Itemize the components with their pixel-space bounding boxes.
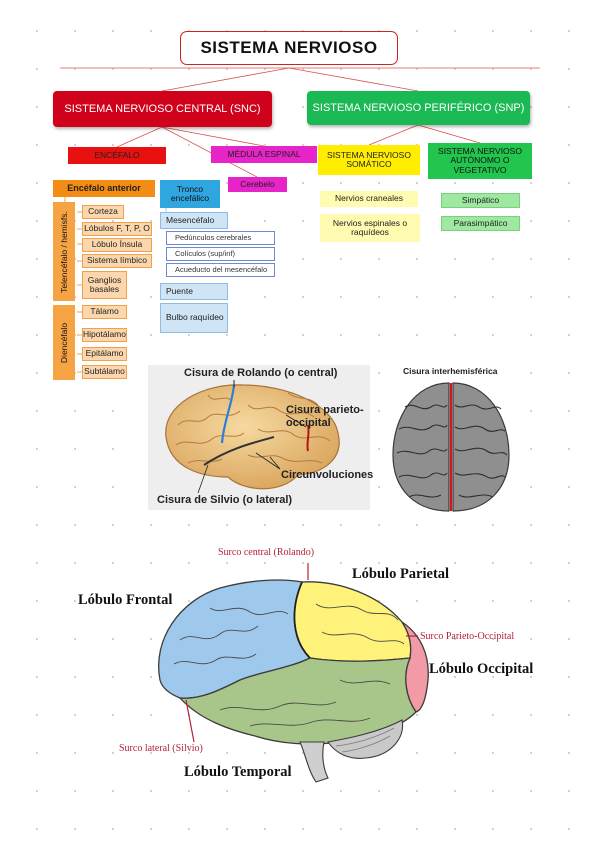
item-limbico: Sistema límbico [82, 254, 152, 268]
label-lobulo-parietal: Lóbulo Parietal [352, 566, 450, 582]
diencefalo-bar: Diencéfalo [53, 305, 75, 380]
autonomo-box: SISTEMA NERVIOSO AUTÓNOMO O VEGETATIVO [428, 143, 532, 179]
item-coliculos: Colículos (sup/inf) [166, 247, 275, 261]
label-lobulo-frontal: Lóbulo Frontal [78, 592, 173, 608]
nervios-espinales-box: Nervios espinales o raquídeos [320, 214, 420, 242]
top-brain-illustration [392, 382, 510, 512]
label-lobulo-temporal: Lóbulo Temporal [184, 764, 292, 780]
simpatico-box: Simpático [441, 193, 520, 208]
item-insula: Lóbulo Ínsula [82, 238, 152, 252]
mesencefalo-box: Mesencéfalo [160, 212, 228, 229]
bulbo-box: Bulbo raquídeo [160, 303, 228, 333]
item-talamo: Tálamo [82, 305, 127, 319]
item-lobulos: Lóbulos F, T, P, O [82, 222, 152, 236]
label-cisura-rolando: Cisura de Rolando (o central) [184, 367, 338, 379]
label-surco-lateral: Surco lateral (Silvio) [119, 743, 203, 754]
side-brain-illustration [148, 365, 370, 510]
tronco-box: Tronco encefálico [160, 180, 220, 208]
snp-box: SISTEMA NERVIOSO PERIFÉRICO (SNP) [307, 91, 530, 125]
item-hipotalamo: Hipotálamo [82, 328, 127, 342]
somatico-box: SISTEMA NERVIOSO SOMÁTICO [318, 145, 420, 175]
encefalo-anterior-box: Encéfalo anterior [53, 180, 155, 197]
label-lobulo-occipital: Lóbulo Occipital [429, 661, 534, 677]
label-surco-parieto-occipital: Surco Parieto-Occipital [420, 631, 515, 642]
telencefalo-bar: Telencéfalo / hemisfs. [53, 202, 75, 301]
puente-box: Puente [160, 283, 228, 300]
item-pedunculos: Pedúnculos cerebrales [166, 231, 275, 245]
lobes-illustration [158, 563, 429, 783]
diencefalo-label: Diencéfalo [59, 322, 70, 363]
item-ganglios: Ganglios basales [82, 271, 127, 299]
item-subtalamo: Subtálamo [82, 365, 127, 379]
label-cisura-parieto: Cisura parieto-occipital [286, 404, 364, 429]
cerebelo-box: Cerebelo [228, 177, 287, 192]
encefalo-box: ENCÉFALO [68, 147, 166, 164]
label-surco-central: Surco central (Rolando) [218, 547, 315, 558]
label-circunvoluciones: Circunvoluciones [281, 469, 374, 481]
telencefalo-label: Telencéfalo / hemisfs. [59, 210, 70, 293]
medula-box: MÉDULA ESPINAL [211, 146, 317, 163]
item-corteza: Corteza [82, 205, 124, 219]
item-epitalamo: Epitálamo [82, 347, 127, 361]
item-acueducto: Acueducto del mesencéfalo [166, 263, 275, 277]
page-title: SISTEMA NERVIOSO [180, 31, 398, 65]
nervios-craneales-box: Nervios craneales [320, 191, 418, 207]
parasimpatico-box: Parasimpático [441, 216, 520, 231]
snc-box: SISTEMA NERVIOSO CENTRAL (SNC) [53, 91, 272, 127]
label-cisura-silvio: Cisura de Silvio (o lateral) [157, 494, 293, 506]
label-cisura-interhemisferica: Cisura interhemisférica [403, 366, 498, 376]
